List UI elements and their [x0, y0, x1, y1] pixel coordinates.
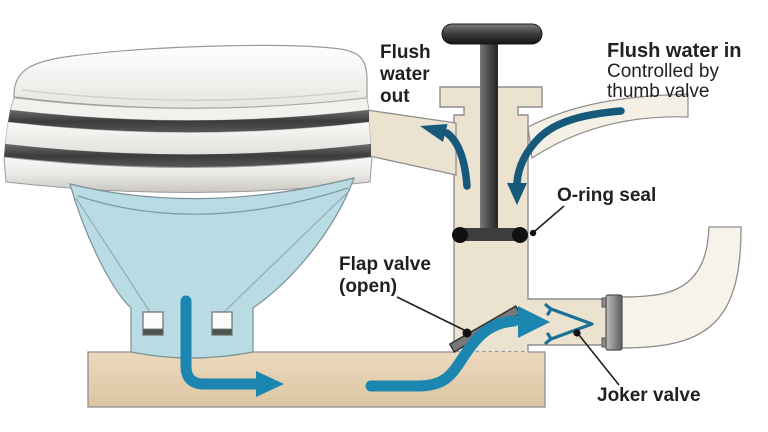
- toilet-rim: [3, 156, 373, 193]
- flush-inlet-pipe: [527, 93, 689, 160]
- discharge-pipe: [619, 226, 742, 349]
- flow-pump-up-out: [443, 129, 471, 190]
- label-flush-water-in-sub1: Controlled by: [607, 61, 719, 82]
- toilet-lid: [13, 44, 368, 109]
- pointer-o-ring-dot: [529, 229, 537, 237]
- flow-inlet-down-head: [507, 183, 527, 205]
- o-ring-left: [452, 227, 468, 243]
- label-flush-water-in: Flush water in: [607, 40, 741, 62]
- pump-piston-rod: [480, 40, 498, 234]
- label-flush-water-out-1: Flush: [380, 42, 431, 63]
- label-o-ring-seal: O-ring seal: [557, 185, 656, 206]
- toilet-bowl-inner-rim-line: [77, 187, 349, 215]
- label-flush-water-out-2: water: [379, 64, 430, 85]
- label-joker-valve: Joker valve: [597, 385, 701, 406]
- mounting-bolt-left: [142, 311, 164, 336]
- pump-t-handle: [441, 23, 543, 45]
- toilet-hinge-band-upper: [8, 110, 369, 133]
- toilet-bowl-crease-left: [75, 197, 151, 313]
- flow-inlet-down: [513, 107, 625, 187]
- flow-pump-up-out-head: [420, 124, 448, 142]
- flow-arrowhead-joker: [518, 306, 550, 338]
- label-flap-valve-2: (open): [339, 276, 397, 297]
- pump-piston-plate: [458, 228, 522, 241]
- toilet: [3, 44, 373, 359]
- pointer-o-ring: [534, 205, 565, 232]
- base-platform: [88, 352, 545, 407]
- pointer-joker-valve: [578, 334, 620, 386]
- joker-valve: [544, 303, 594, 345]
- toilet-bowl-funnel: [69, 177, 355, 359]
- flow-arrows: [180, 107, 625, 397]
- label-pointers: [396, 205, 620, 386]
- pointer-flap-valve: [396, 296, 465, 331]
- flow-base-to-joker: [365, 315, 520, 392]
- toilet-bowl-crease-right: [223, 189, 351, 313]
- toilet-hinge-band-lower: [4, 144, 371, 168]
- label-flap-valve-1: Flap valve: [339, 254, 431, 275]
- toilet-lid-seam: [21, 89, 359, 101]
- labels: Flush water out Flush water in Controlle…: [339, 40, 741, 406]
- mounting-bolt-right: [211, 311, 233, 336]
- label-flush-water-out-3: out: [380, 86, 410, 107]
- hose-clamp: [605, 294, 623, 351]
- o-ring-right: [512, 227, 528, 243]
- flow-bowl-down-head: [256, 371, 284, 397]
- flap-valve-hinge: [462, 328, 472, 338]
- flow-bowl-down: [180, 295, 262, 390]
- label-flush-water-in-sub2: thumb valve: [607, 81, 709, 102]
- pointer-joker-dot: [573, 329, 581, 337]
